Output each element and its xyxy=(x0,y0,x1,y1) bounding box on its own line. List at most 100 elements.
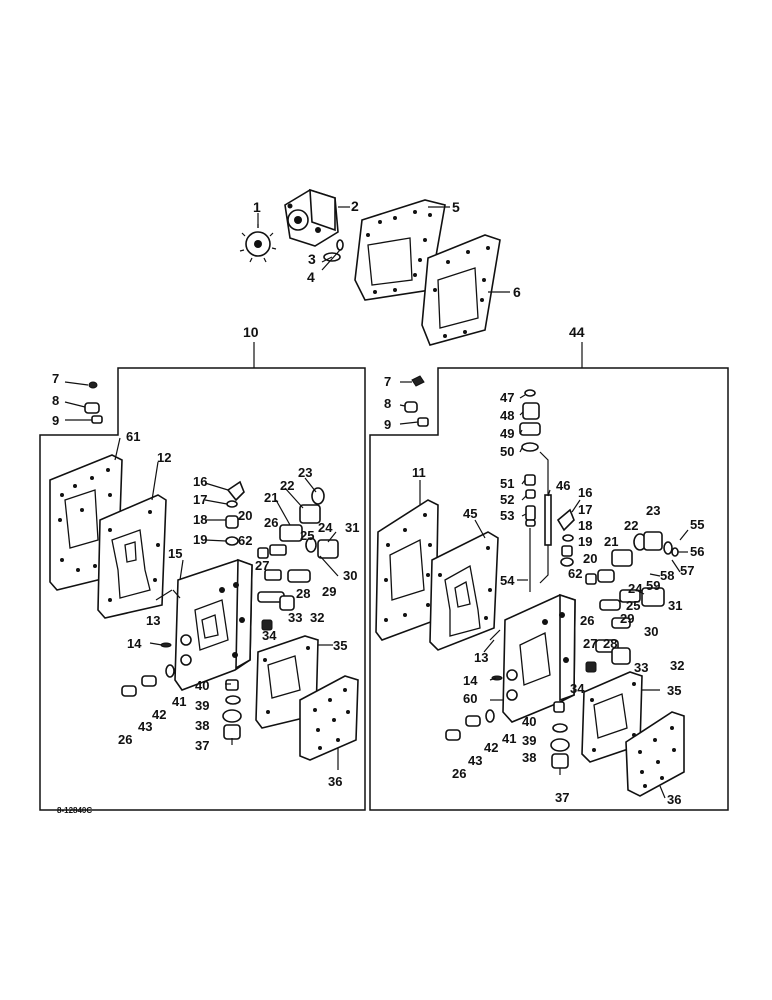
left-label-7: 7 xyxy=(52,371,59,386)
right-label-52: 52 xyxy=(500,492,514,507)
right-label-38: 38 xyxy=(522,750,536,765)
right-label-9: 9 xyxy=(384,417,391,432)
left-label-42: 42 xyxy=(152,707,166,722)
right-label-7: 7 xyxy=(384,374,391,389)
right-label-22: 22 xyxy=(624,518,638,533)
left-label-27: 27 xyxy=(255,558,269,573)
left-label-17: 17 xyxy=(193,492,207,507)
right-label-8: 8 xyxy=(384,396,391,411)
left-label-26: 26 xyxy=(264,515,278,530)
right-label-53: 53 xyxy=(500,508,514,523)
top-assembly: 1 2 3 4 5 6 xyxy=(239,188,521,346)
left-label-12: 12 xyxy=(157,450,171,465)
right-label-59: 59 xyxy=(646,578,660,593)
left-label-24: 24 xyxy=(318,520,333,535)
left-label-13: 13 xyxy=(146,613,160,628)
left-label-16: 16 xyxy=(193,474,207,489)
left-label-9: 9 xyxy=(52,413,59,428)
right-label-21: 21 xyxy=(604,534,618,549)
right-label-18: 18 xyxy=(578,518,592,533)
right-leader-lines xyxy=(419,394,689,799)
right-label-11: 11 xyxy=(412,465,426,480)
right-label-39: 39 xyxy=(522,733,536,748)
left-label-21: 21 xyxy=(264,490,278,505)
label-4: 4 xyxy=(307,269,315,285)
left-label-30: 30 xyxy=(343,568,357,583)
left-assembly-group: 10 xyxy=(39,324,366,815)
left-label-28: 28 xyxy=(296,586,310,601)
right-label-48: 48 xyxy=(500,408,514,423)
label-1: 1 xyxy=(253,199,261,215)
right-label-54: 54 xyxy=(500,573,515,588)
left-label-14: 14 xyxy=(127,636,142,651)
left-label-62: 62 xyxy=(238,533,252,548)
right-side-parts xyxy=(445,508,679,769)
left-label-18: 18 xyxy=(193,512,207,527)
right-group-frame xyxy=(369,367,729,811)
right-label-29: 29 xyxy=(620,611,634,626)
label-5: 5 xyxy=(452,199,460,215)
left-label-41: 41 xyxy=(172,694,186,709)
right-label-16: 16 xyxy=(578,485,592,500)
left-label-8: 8 xyxy=(52,393,59,408)
right-label-56: 56 xyxy=(690,544,704,559)
right-label-50: 50 xyxy=(500,444,514,459)
drawing-caption: 8-12840C xyxy=(57,806,92,815)
right-label-13: 13 xyxy=(474,650,488,665)
left-label-39: 39 xyxy=(195,698,209,713)
left-label-33: 33 xyxy=(288,610,302,625)
valve-body-60 xyxy=(502,593,576,723)
right-label-45: 45 xyxy=(463,506,477,521)
left-label-36: 36 xyxy=(328,774,342,789)
gear-part xyxy=(239,213,277,263)
label-6: 6 xyxy=(513,284,521,300)
plate-11 xyxy=(375,499,439,641)
cover-plate-36 xyxy=(299,675,359,761)
gasket-plate-5 xyxy=(354,199,450,301)
right-label-41: 41 xyxy=(502,731,516,746)
right-label-26: 26 xyxy=(580,613,594,628)
left-label-23: 23 xyxy=(298,465,312,480)
right-label-31: 31 xyxy=(668,598,682,613)
left-label-32: 32 xyxy=(310,610,324,625)
left-label-61: 61 xyxy=(126,429,140,444)
right-label-58: 58 xyxy=(660,568,674,583)
right-label-43: 43 xyxy=(468,753,482,768)
right-label-24: 24 xyxy=(628,581,643,596)
right-label-40: 40 xyxy=(522,714,536,729)
right-label-33: 33 xyxy=(634,660,648,675)
left-label-43: 43 xyxy=(138,719,152,734)
left-label-25: 25 xyxy=(300,528,314,543)
right-label-34: 34 xyxy=(570,681,585,696)
label-3: 3 xyxy=(308,251,316,267)
right-label-42: 42 xyxy=(484,740,498,755)
right-label-47: 47 xyxy=(500,390,514,405)
left-label-35: 35 xyxy=(333,638,347,653)
left-label-20: 20 xyxy=(238,508,252,523)
right-label-35: 35 xyxy=(667,683,681,698)
right-label-49: 49 xyxy=(500,426,514,441)
right-label-62: 62 xyxy=(568,566,582,581)
right-label-57: 57 xyxy=(680,563,694,578)
left-label-29: 29 xyxy=(322,584,336,599)
right-group-number: 44 xyxy=(569,324,585,340)
left-label-15: 15 xyxy=(168,546,182,561)
left-group-frame xyxy=(39,367,366,811)
right-assembly-group: 44 xyxy=(369,324,729,811)
right-label-51: 51 xyxy=(500,476,514,491)
left-label-38: 38 xyxy=(195,718,209,733)
cover-plate-36-right xyxy=(625,711,685,797)
right-label-19: 19 xyxy=(578,534,592,549)
left-label-31: 31 xyxy=(345,520,359,535)
right-label-25: 25 xyxy=(626,598,640,613)
left-label-34: 34 xyxy=(262,628,277,643)
right-label-28: 28 xyxy=(603,636,617,651)
right-label-46: 46 xyxy=(556,478,570,493)
left-label-22: 22 xyxy=(280,478,294,493)
left-spool-parts xyxy=(121,480,339,740)
valve-body-15 xyxy=(174,558,253,691)
left-label-37: 37 xyxy=(195,738,209,753)
seal-parts xyxy=(321,239,344,271)
left-leader-lines xyxy=(114,437,339,770)
